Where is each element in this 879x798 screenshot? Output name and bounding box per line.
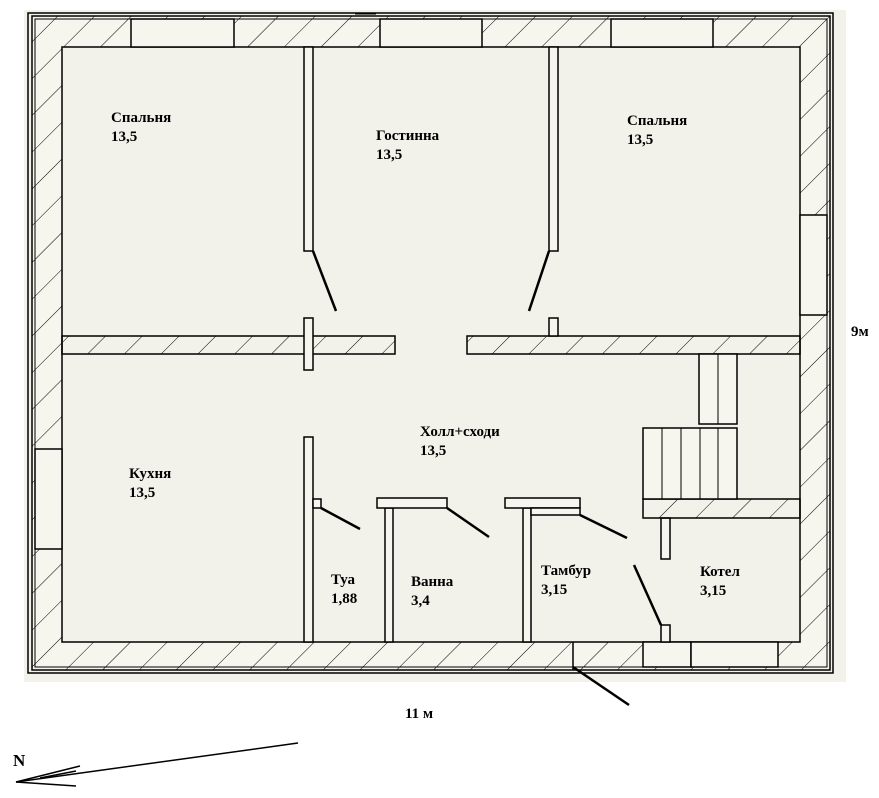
lower-doors [320,506,663,626]
room-label-bedroom-2: Спальня 13,5 [627,113,688,148]
dimension-width: 11 м [405,706,434,722]
north-arrow-icon [15,742,299,787]
room-label-living: Гостинна 13,5 [376,128,440,163]
room-label-bedroom-1: Спальня 13,5 [111,110,172,145]
dimension-height: 9м [851,324,869,340]
entrance-door [572,642,630,707]
room-label-toilet: Туа 1,88 [331,572,358,607]
room-label-hall: Холл+сходи 13,5 [420,424,500,459]
room-label-vestibule: Тамбур 3,15 [541,563,592,598]
room-label-boiler: Котел 3,15 [700,564,740,599]
windows [34,18,828,668]
room-label-bath: Ванна 3,4 [411,574,454,609]
staircase [642,353,801,519]
lower-partitions [303,436,671,643]
upper-doors [311,250,551,312]
room-label-kitchen: Кухня 13,5 [129,466,172,501]
compass-label: N [13,751,26,770]
upper-partitions [303,46,559,371]
